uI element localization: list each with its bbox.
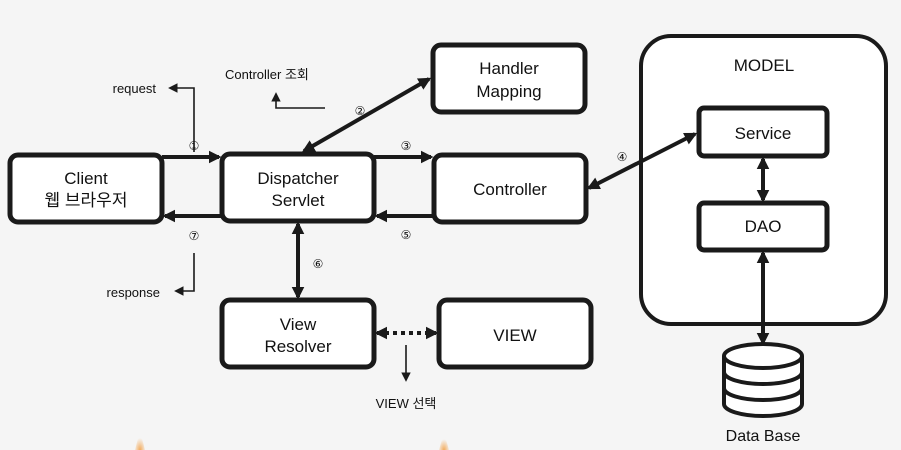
client-label-line1: Client bbox=[64, 169, 108, 188]
view-resolver-label-line2: Resolver bbox=[264, 337, 331, 356]
service-label: Service bbox=[735, 124, 792, 143]
step-4-label: ④ bbox=[617, 150, 628, 164]
dao-label: DAO bbox=[745, 217, 782, 236]
controller-service-arrow bbox=[586, 132, 698, 190]
response-label: response bbox=[107, 285, 160, 300]
response-annotation-arrow bbox=[174, 253, 195, 296]
view-select-label: VIEW 선택 bbox=[376, 396, 437, 411]
handler-mapping-label-line1: Handler bbox=[479, 59, 539, 78]
dao-node: DAO bbox=[696, 200, 830, 253]
step-7-label: ⑦ bbox=[189, 229, 200, 243]
dispatcher-servlet-node: Dispatcher Servlet bbox=[219, 151, 377, 224]
step-1-label: ① bbox=[189, 139, 200, 153]
view-node: VIEW bbox=[436, 297, 594, 370]
step-3-label: ③ bbox=[401, 139, 412, 153]
handler-mapping-label-line2: Mapping bbox=[476, 82, 541, 101]
view-resolver-node: View Resolver bbox=[219, 297, 377, 370]
request-annotation-arrow bbox=[168, 83, 195, 152]
controller-lookup-annotation-arrow bbox=[271, 92, 325, 109]
decorative-glow-right bbox=[439, 432, 449, 450]
handler-mapping-arrow bbox=[301, 77, 432, 153]
dispatcher-label-line1: Dispatcher bbox=[257, 169, 339, 188]
controller-node: Controller bbox=[431, 152, 589, 225]
controller-label: Controller bbox=[473, 180, 547, 199]
client-node: Client 웹 브라우저 bbox=[7, 152, 165, 225]
step-5-label: ⑤ bbox=[401, 228, 412, 242]
request-label: request bbox=[113, 81, 157, 96]
database-icon bbox=[722, 342, 804, 418]
model-title: MODEL bbox=[734, 56, 794, 75]
controller-lookup-label: Controller 조회 bbox=[225, 67, 309, 82]
dispatcher-label-line2: Servlet bbox=[272, 191, 325, 210]
step-6-label: ⑥ bbox=[313, 257, 324, 271]
client-label-line2: 웹 브라우저 bbox=[45, 191, 128, 210]
database-label: Data Base bbox=[726, 428, 801, 445]
handler-mapping-node: Handler Mapping bbox=[430, 42, 588, 115]
view-label: VIEW bbox=[493, 326, 536, 345]
view-resolver-label-line1: View bbox=[280, 315, 317, 334]
decorative-glow-left bbox=[135, 430, 145, 450]
step-2-label: ② bbox=[355, 104, 366, 118]
service-node: Service bbox=[696, 105, 830, 159]
